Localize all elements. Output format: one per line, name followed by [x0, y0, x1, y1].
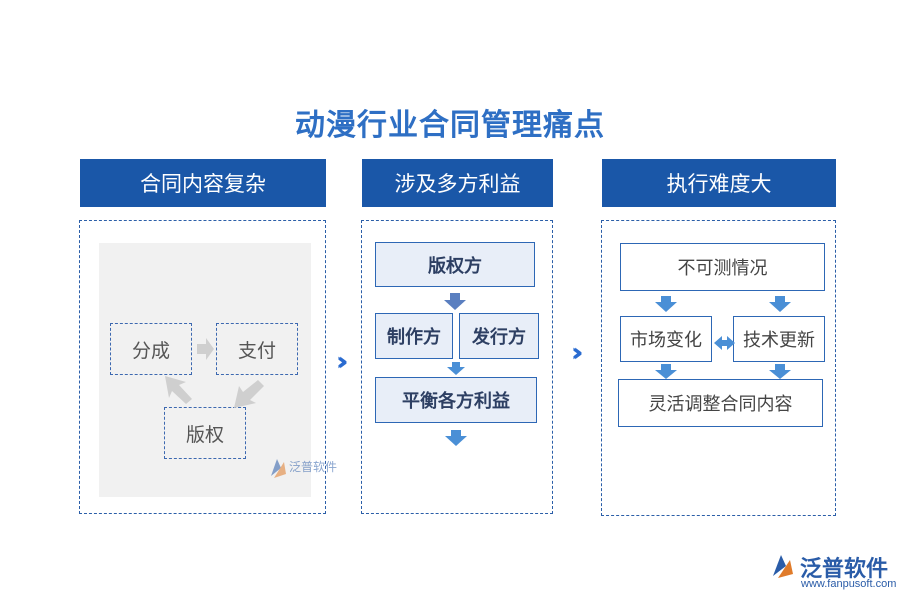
panel-interests: [361, 220, 553, 514]
arrow-down-icon: [447, 362, 465, 375]
node-distributor: 发行方: [459, 313, 539, 359]
panel-difficulty: [601, 220, 836, 516]
brand-logo-text: 泛普软件: [800, 557, 889, 582]
node-revenue-share: 分成: [110, 323, 192, 375]
arrow-up-left-icon: [165, 376, 192, 404]
watermark-logo-icon: [271, 459, 281, 476]
arrow-down-icon: [444, 293, 466, 310]
brand-logo-icon: [770, 552, 800, 586]
node-balance-interests: 平衡各方利益: [375, 377, 537, 423]
column-header-difficulty: 执行难度大: [602, 159, 836, 207]
node-market-change: 市场变化: [620, 316, 712, 362]
watermark-text: 泛普软件: [289, 460, 337, 474]
panel-complex: [79, 220, 326, 514]
node-tech-update: 技术更新: [733, 316, 825, 362]
node-payment: 支付: [216, 323, 298, 375]
arrow-down-icon: [655, 296, 677, 312]
panel-complex-bg: [99, 243, 311, 497]
column-header-complex: 合同内容复杂: [80, 159, 326, 207]
arrow-down-icon: [769, 364, 791, 379]
node-unpredictable: 不可测情况: [620, 243, 825, 291]
node-producer: 制作方: [375, 313, 453, 359]
arrow-down-icon: [769, 296, 791, 312]
node-copyright-holder: 版权方: [375, 242, 535, 287]
page-title: 动漫行业合同管理痛点: [295, 108, 605, 143]
arrow-down-icon: [655, 364, 677, 379]
arrow-right-icon: [197, 338, 214, 360]
arrow-down-icon: [445, 430, 467, 446]
watermark-logo: 泛普软件: [268, 456, 348, 486]
node-flexible-adjust: 灵活调整合同内容: [618, 379, 823, 427]
brand-logo-url: www.fanpusoft.com: [801, 578, 897, 590]
column-header-interests: 涉及多方利益: [362, 159, 553, 207]
arrow-down-left-icon: [234, 380, 264, 408]
node-copyright: 版权: [164, 407, 246, 459]
double-arrow-icon: [714, 336, 735, 350]
